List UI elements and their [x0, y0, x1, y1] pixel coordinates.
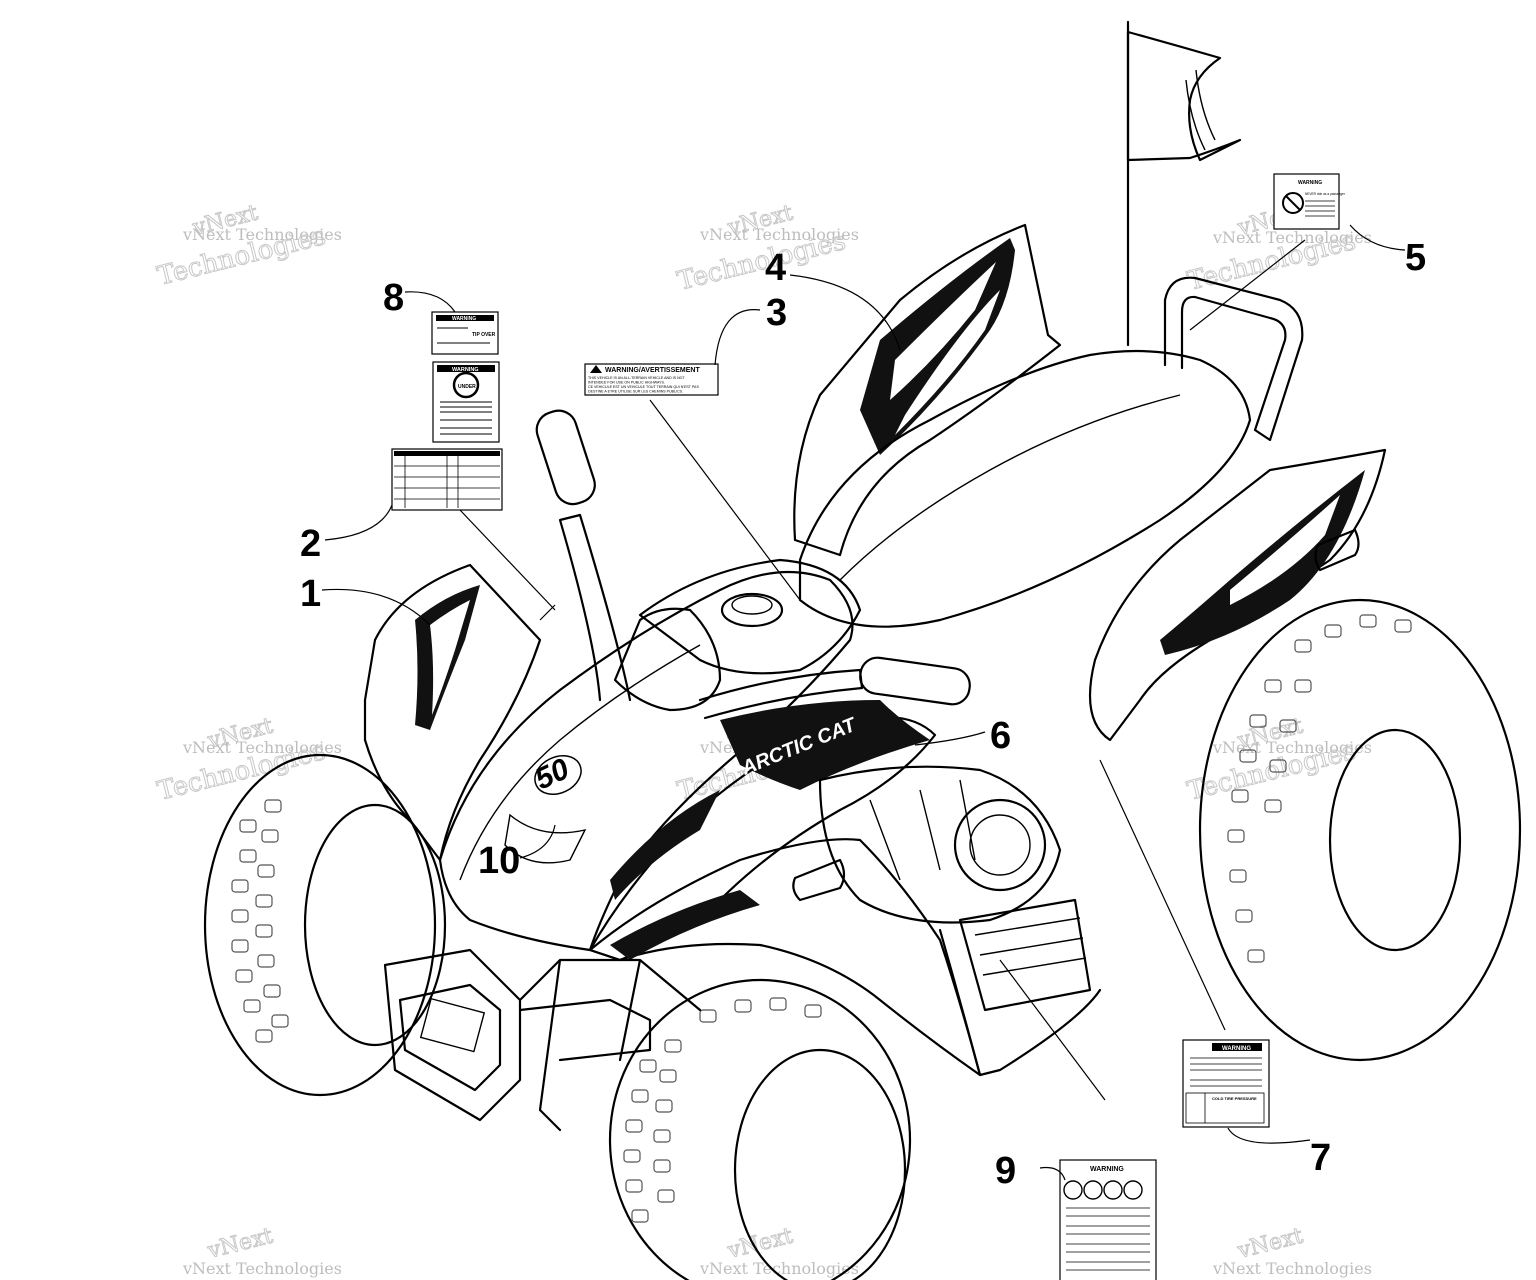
seat	[798, 349, 1252, 628]
svg-text:UNDER: UNDER	[458, 384, 476, 390]
svg-text:THIS VEHICLE IS AN ALL-TERRAIN: THIS VEHICLE IS AN ALL-TERRAIN VEHICLE A…	[588, 376, 685, 380]
safety-flag	[1126, 20, 1242, 347]
svg-text:CE VEHICULE EST UN VEHICULE TO: CE VEHICULE EST UN VEHICULE TOUT TERRAIN…	[588, 385, 699, 389]
handlebar-cowl	[613, 607, 722, 712]
rear-fender-right-graphic	[1160, 470, 1365, 655]
callout-6: 6	[990, 715, 1011, 757]
wheel-front-right	[608, 978, 912, 1280]
rear-fender-left	[793, 223, 1062, 557]
watermark-top-left: vNext vNext Technologies Technologies	[154, 200, 342, 292]
label-2-instruction-chart	[391, 448, 503, 511]
svg-text:NEVER ride as a passenger: NEVER ride as a passenger	[1305, 192, 1346, 196]
atv-illustration: 50 ARCTIC CAT	[203, 20, 1522, 1280]
svg-text:vNext Technologies: vNext Technologies	[699, 1259, 859, 1278]
label-9-pictogram-warning: WARNING	[1059, 1159, 1157, 1280]
watermark-bottom-left: vNext vNext Technologies	[182, 1223, 342, 1278]
wheel-front-left	[203, 753, 447, 1097]
callout-1: 1	[300, 573, 321, 615]
front-bumper	[383, 948, 652, 1122]
svg-text:WARNING: WARNING	[1298, 180, 1322, 186]
label-under-warning: WARNING UNDER	[432, 361, 500, 443]
front-fender-left	[363, 563, 542, 862]
watermark-bottom-right: vNext vNext Technologies	[1212, 1223, 1372, 1278]
svg-text:WARNING: WARNING	[1090, 1166, 1124, 1173]
footrest	[958, 898, 1092, 1012]
leader-lines	[321, 224, 1406, 1181]
svg-text:vNext Technologies: vNext Technologies	[1212, 1259, 1372, 1278]
engine	[818, 765, 1062, 924]
fuel-tank	[638, 558, 862, 675]
svg-text:vNext: vNext	[204, 1224, 275, 1264]
svg-text:DESTINE A ETRE UTILISE SUR LES: DESTINE A ETRE UTILISE SUR LES CHEMINS P…	[588, 390, 683, 394]
svg-text:vNext Technologies: vNext Technologies	[1212, 738, 1372, 757]
label-3-warning-avertissement: WARNING/AVERTISSEMENT THIS VEHICLE IS AN…	[584, 363, 719, 396]
grip-left	[535, 409, 596, 506]
svg-text:COLD TIRE PRESSURE: COLD TIRE PRESSURE	[1212, 1096, 1257, 1101]
svg-text:vNext: vNext	[1234, 1224, 1305, 1264]
callout-2: 2	[300, 523, 321, 565]
callout-8: 8	[383, 277, 404, 319]
watermark-bottom-center: vNext vNext Technologies	[699, 1223, 859, 1278]
svg-text:vNext Technologies: vNext Technologies	[1212, 228, 1372, 247]
callout-5: 5	[1405, 237, 1426, 279]
front-fender-right	[588, 838, 982, 1077]
callout-4: 4	[765, 247, 786, 289]
callout-3: 3	[766, 292, 787, 334]
callout-9: 9	[995, 1150, 1016, 1192]
label-5-warning: WARNING NEVER ride as a passenger	[1273, 173, 1346, 230]
callout-numbers: 1 2 3 4 5 6 7 8 9 10	[300, 237, 1426, 1192]
svg-text:WARNING: WARNING	[1222, 1046, 1251, 1052]
svg-text:TIP OVER: TIP OVER	[472, 332, 496, 338]
handlebar-left	[558, 513, 632, 702]
svg-text:WARNING: WARNING	[452, 367, 479, 373]
label-8-warning: WARNING TIP OVER	[431, 311, 499, 355]
svg-text:vNext: vNext	[724, 1224, 795, 1264]
svg-text:WARNING/AVERTISSEMENT: WARNING/AVERTISSEMENT	[605, 367, 700, 374]
label-7-tire-pressure-warning: WARNING COLD TIRE PRESSURE	[1182, 1039, 1270, 1128]
grip-right	[859, 656, 971, 706]
wheel-rear-right	[1198, 598, 1522, 1062]
frame	[518, 958, 702, 1132]
hood-logo-50: 50	[530, 752, 582, 796]
svg-text:vNext Technologies: vNext Technologies	[182, 225, 342, 244]
svg-text:WARNING: WARNING	[452, 316, 476, 322]
rear-grab-bar	[1163, 276, 1304, 442]
side-panel-graphic	[720, 700, 930, 790]
watermark-top-center: vNext vNext Technologies Technologies	[674, 200, 859, 297]
callout-10: 10	[478, 840, 520, 882]
callout-7: 7	[1310, 1137, 1331, 1179]
svg-text:vNext Technologies: vNext Technologies	[182, 1259, 342, 1278]
fuel-cap	[720, 592, 784, 628]
svg-text:INTENDED FOR USE ON PUBLIC HIG: INTENDED FOR USE ON PUBLIC HIGHWAYS.	[588, 381, 665, 385]
svg-text:vNext Technologies: vNext Technologies	[699, 225, 859, 244]
svg-text:vNext Technologies: vNext Technologies	[182, 738, 342, 757]
